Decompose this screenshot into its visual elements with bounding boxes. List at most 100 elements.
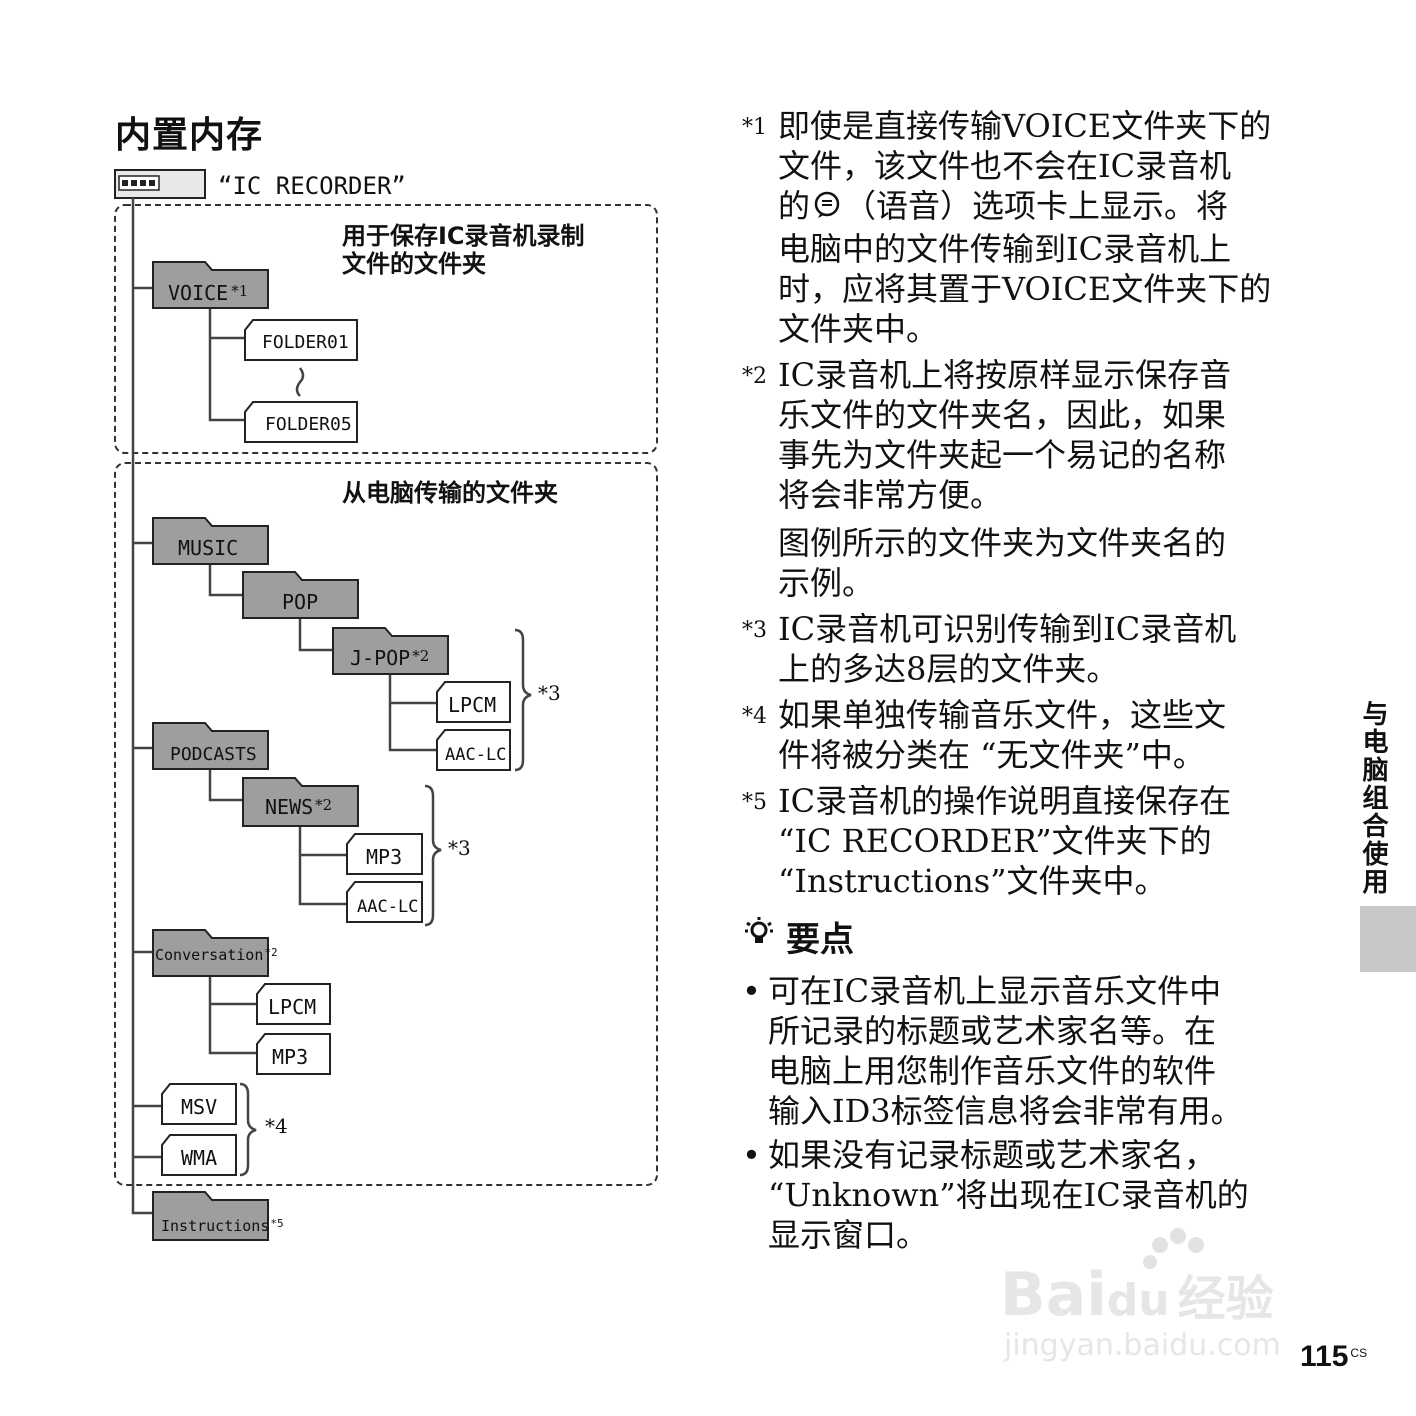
note-line: IC录音机的操作说明直接保存在 bbox=[778, 781, 1232, 820]
svg-text:FOLDER05: FOLDER05 bbox=[265, 414, 352, 435]
note-line: 图例所示的文件夹为文件夹名的 bbox=[778, 523, 1227, 562]
folder-tree-diagram: .gf { fill: #9e9e9e; stroke: #222; strok… bbox=[114, 169, 658, 1241]
note-line: 上的多达8层的文件夹。 bbox=[778, 649, 1119, 688]
tip-line: 所记录的标题或艺术家名等。在 bbox=[768, 1012, 1217, 1050]
folder-mp3-1: MP3 bbox=[346, 833, 423, 875]
ic-recorder-device-icon bbox=[114, 169, 206, 199]
note-line: 文件夹中。 bbox=[778, 309, 939, 348]
note-line: “Instructions”文件夹中。 bbox=[778, 861, 1167, 900]
folder-mp3-2: MP3 bbox=[256, 1033, 331, 1075]
bullet-icon: • bbox=[742, 972, 761, 1010]
note-1: *1 即使是直接传输VOICE文件夹下的 文件，该文件也不会在IC录音机 的 （… bbox=[742, 106, 1322, 349]
svg-text:PODCASTS: PODCASTS bbox=[170, 744, 257, 765]
note-line: 时，应将其置于VOICE文件夹下的 bbox=[778, 269, 1272, 308]
svg-text:VOICE*1: VOICE*1 bbox=[168, 281, 248, 305]
note-line: IC录音机上将按原样显示保存音 bbox=[778, 355, 1232, 394]
tip-line: 可在IC录音机上显示音乐文件中 bbox=[768, 972, 1222, 1010]
note-mark: *2 bbox=[742, 363, 767, 389]
svg-text:LPCM: LPCM bbox=[268, 995, 316, 1019]
folder-folder01: FOLDER01 bbox=[244, 319, 358, 361]
note-line: “IC RECORDER”文件夹下的 bbox=[778, 821, 1212, 860]
brace-news bbox=[424, 784, 442, 927]
svg-text:MSV: MSV bbox=[181, 1095, 217, 1119]
bullet-icon: • bbox=[742, 1136, 761, 1174]
note-mark: *3 bbox=[742, 617, 767, 643]
svg-text:NEWS*2: NEWS*2 bbox=[265, 795, 332, 819]
folder-wma: WMA bbox=[161, 1134, 237, 1176]
footnotes: *1 即使是直接传输VOICE文件夹下的 文件，该文件也不会在IC录音机 的 （… bbox=[742, 106, 1322, 907]
group1-label-line2: 文件的文件夹 bbox=[342, 250, 486, 278]
svg-text:MUSIC: MUSIC bbox=[178, 536, 238, 560]
svg-text:MP3: MP3 bbox=[366, 845, 402, 869]
note-mark: *4 bbox=[742, 703, 767, 729]
tip-line: 电脑上用您制作音乐文件的软件 bbox=[768, 1052, 1217, 1090]
group1-label-line1: 用于保存IC录音机录制 bbox=[342, 222, 585, 250]
note-3: *3 IC录音机可识别传输到IC录音机 上的多达8层的文件夹。 bbox=[742, 609, 1322, 689]
folder-lpcm-1: LPCM bbox=[436, 681, 511, 723]
note-line: IC录音机可识别传输到IC录音机 bbox=[778, 609, 1237, 648]
note-2: *2 IC录音机上将按原样显示保存音 乐文件的文件夹名，因此，如果 事先为文件夹… bbox=[742, 355, 1322, 603]
folder-instructions: Instructions*5 bbox=[152, 1191, 284, 1241]
folder-lpcm-2: LPCM bbox=[256, 983, 331, 1025]
folder-music: MUSIC bbox=[152, 517, 269, 565]
tips-title: 要点 bbox=[786, 920, 854, 960]
tip-line: “Unknown”将出现在IC录音机的 bbox=[768, 1176, 1249, 1214]
note-mark: *1 bbox=[742, 115, 767, 140]
note-line: 文件，该文件也不会在IC录音机 bbox=[778, 147, 1232, 185]
note-5: *5 IC录音机的操作说明直接保存在 “IC RECORDER”文件夹下的 “I… bbox=[742, 781, 1322, 901]
svg-text:J-POP*2: J-POP*2 bbox=[350, 646, 429, 670]
section-title: 内置内存 bbox=[115, 115, 264, 156]
brace-j-pop bbox=[514, 628, 532, 772]
svg-text:Instructions*5: Instructions*5 bbox=[161, 1217, 284, 1235]
transferred-files-group bbox=[114, 462, 658, 1186]
note-line: 的 （语音）选项卡上显示。将 bbox=[778, 186, 1322, 229]
folder-pop: POP bbox=[242, 571, 359, 619]
folder-folder05: FOLDER05 bbox=[244, 401, 358, 443]
tip-line: 显示窗口。 bbox=[768, 1216, 929, 1254]
brace-msv-wma bbox=[239, 1082, 257, 1177]
tip-line: 如果没有记录标题或艺术家名， bbox=[768, 1136, 1217, 1174]
note-line: 即使是直接传输VOICE文件夹下的 bbox=[778, 107, 1272, 145]
note-mark: *5 bbox=[742, 789, 767, 815]
svg-text:POP: POP bbox=[282, 590, 318, 614]
svg-text:Conversation*2: Conversation*2 bbox=[155, 946, 278, 964]
folder-jpop: J-POP*2 bbox=[332, 627, 449, 675]
side-tab-marker bbox=[1360, 906, 1416, 972]
folder-conversation: Conversation*2 bbox=[152, 929, 278, 977]
svg-text:AAC-LC: AAC-LC bbox=[357, 897, 418, 917]
folder-msv: MSV bbox=[161, 1083, 237, 1125]
folder-voice: VOICE*1 bbox=[152, 261, 269, 309]
svg-text:FOLDER01: FOLDER01 bbox=[262, 332, 349, 353]
svg-text:WMA: WMA bbox=[181, 1146, 217, 1170]
mark-3-a: *3 bbox=[538, 681, 561, 705]
svg-text:LPCM: LPCM bbox=[448, 693, 496, 717]
note-line: 如果单独传输音乐文件，这些文 bbox=[778, 695, 1227, 734]
tip-item-2: • 如果没有记录标题或艺术家名， “Unknown”将出现在IC录音机的 显示窗… bbox=[742, 1135, 1322, 1255]
speech-bubble-icon bbox=[812, 189, 842, 229]
recorded-files-group bbox=[114, 204, 658, 454]
svg-text:jingyan.baidu.com: jingyan.baidu.com bbox=[1003, 1328, 1281, 1363]
note-line: 事先为文件夹起一个易记的名称 bbox=[778, 435, 1227, 474]
tip-line: 输入ID3标签信息将会非常有用。 bbox=[768, 1092, 1243, 1130]
tips-section: 要点 • 可在IC录音机上显示音乐文件中 所记录的标题或艺术家名等。在 电脑上用… bbox=[742, 912, 1322, 1259]
mark-3-b: *3 bbox=[448, 836, 471, 860]
svg-text:AAC-LC: AAC-LC bbox=[445, 745, 506, 765]
note-line: 件将被分类在 “无文件夹”中。 bbox=[778, 735, 1205, 774]
folder-aaclc-2: AAC-LC bbox=[346, 881, 423, 923]
folder-aaclc-1: AAC-LC bbox=[436, 729, 511, 771]
group2-label: 从电脑传输的文件夹 bbox=[342, 479, 558, 507]
folder-podcasts: PODCASTS bbox=[152, 722, 269, 770]
svg-text:MP3: MP3 bbox=[272, 1045, 308, 1069]
tips-heading: 要点 bbox=[742, 912, 1322, 961]
mark-4: *4 bbox=[265, 1114, 288, 1138]
lightbulb-icon bbox=[742, 915, 776, 958]
note-line: 示例。 bbox=[778, 563, 875, 602]
note-4: *4 如果单独传输音乐文件，这些文 件将被分类在 “无文件夹”中。 bbox=[742, 695, 1322, 775]
note-line: 乐文件的文件夹名，因此，如果 bbox=[778, 395, 1227, 434]
ellipsis-squiggle bbox=[295, 367, 305, 397]
tip-item-1: • 可在IC录音机上显示音乐文件中 所记录的标题或艺术家名等。在 电脑上用您制作… bbox=[742, 971, 1322, 1131]
note-line: 将会非常方便。 bbox=[778, 475, 1003, 514]
